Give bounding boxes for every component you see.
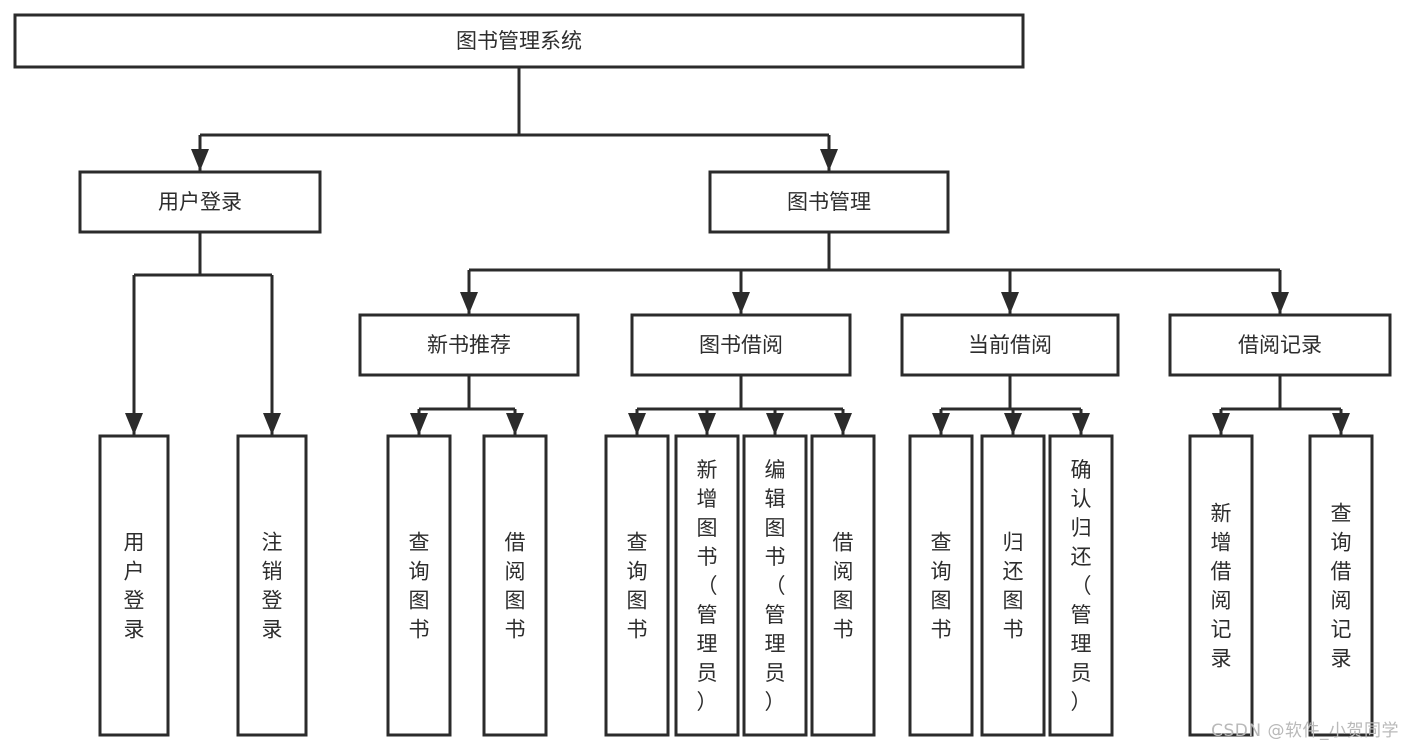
node-label: 图书借阅: [699, 333, 783, 357]
node-label: 借阅图书: [833, 531, 854, 642]
node-label: 图书管理系统: [456, 29, 582, 53]
node-label: 查询借阅记录: [1331, 502, 1352, 671]
node-return-book[interactable]: 归还图书: [980, 434, 1046, 737]
node-label: 编辑图书（管理员）: [765, 458, 786, 714]
node-label: 查询图书: [409, 531, 430, 642]
node-box: [1308, 434, 1374, 737]
node-user-login[interactable]: 用户登录: [78, 170, 322, 234]
arrow-head-icon: [410, 413, 428, 435]
arrow-head-icon: [698, 413, 716, 435]
node-box: [900, 313, 1120, 377]
arrow-head-icon: [1072, 413, 1090, 435]
node-label: 查询图书: [627, 531, 648, 642]
arrow-head-icon: [766, 413, 784, 435]
node-query-book-3[interactable]: 查询图书: [908, 434, 974, 737]
node-label: 借阅记录: [1238, 333, 1322, 357]
arrow-head-icon: [732, 292, 750, 314]
node-box: [908, 434, 974, 737]
arrow-head-icon: [506, 413, 524, 435]
node-box: [236, 434, 308, 737]
arrow-head-icon: [191, 149, 209, 171]
node-box: [810, 434, 876, 737]
node-root[interactable]: 图书管理系统: [13, 13, 1025, 69]
arrow-head-icon: [263, 413, 281, 435]
node-edit-book-admin[interactable]: 编辑图书（管理员）: [742, 434, 808, 737]
node-box: [78, 170, 322, 234]
node-label: 归还图书: [1003, 531, 1024, 642]
node-box: [742, 434, 808, 737]
node-label: 新增借阅记录: [1211, 502, 1232, 671]
node-box: [13, 13, 1025, 69]
edge-layer: [125, 67, 1350, 435]
node-label: 当前借阅: [968, 333, 1052, 357]
arrow-head-icon: [1004, 413, 1022, 435]
node-box: [386, 434, 452, 737]
node-query-borrow-record[interactable]: 查询借阅记录: [1308, 434, 1374, 737]
node-box: [708, 170, 950, 234]
arrow-head-icon: [820, 149, 838, 171]
arrow-head-icon: [1271, 292, 1289, 314]
node-label: 用户登录: [158, 190, 242, 214]
node-box: [1168, 313, 1392, 377]
node-confirm-return-admin[interactable]: 确认归还（管理员）: [1048, 434, 1114, 737]
node-book-borrow[interactable]: 图书借阅: [630, 313, 852, 377]
node-label: 图书管理: [787, 190, 871, 214]
node-box: [980, 434, 1046, 737]
node-label: 借阅图书: [505, 531, 526, 642]
node-user-login-do[interactable]: 用户登录: [98, 434, 170, 737]
node-current-borrow[interactable]: 当前借阅: [900, 313, 1120, 377]
node-layer: 图书管理系统用户登录用户登录注销登录图书管理新书推荐查询图书借阅图书图书借阅查询…: [13, 13, 1392, 737]
node-new-book-recommend[interactable]: 新书推荐: [358, 313, 580, 377]
node-box: [98, 434, 170, 737]
node-borrow-book-1[interactable]: 借阅图书: [482, 434, 548, 737]
arrow-head-icon: [1332, 413, 1350, 435]
node-book-management[interactable]: 图书管理: [708, 170, 950, 234]
node-box: [482, 434, 548, 737]
arrow-head-icon: [1212, 413, 1230, 435]
arrow-head-icon: [628, 413, 646, 435]
arrow-head-icon: [932, 413, 950, 435]
node-add-book-admin[interactable]: 新增图书（管理员）: [674, 434, 740, 737]
arrow-head-icon: [834, 413, 852, 435]
node-box: [1188, 434, 1254, 737]
node-borrow-book-2[interactable]: 借阅图书: [810, 434, 876, 737]
node-query-book-2[interactable]: 查询图书: [604, 434, 670, 737]
node-box: [674, 434, 740, 737]
watermark-label: CSDN @软件_小贺同学: [1211, 721, 1399, 741]
node-box: [604, 434, 670, 737]
node-add-borrow-record[interactable]: 新增借阅记录: [1188, 434, 1254, 737]
node-box: [1048, 434, 1114, 737]
arrow-head-icon: [125, 413, 143, 435]
node-borrow-record[interactable]: 借阅记录: [1168, 313, 1392, 377]
node-box: [630, 313, 852, 377]
node-label: 新书推荐: [427, 333, 511, 357]
node-label: 新增图书（管理员）: [697, 458, 718, 714]
arrow-head-icon: [1001, 292, 1019, 314]
node-label: 查询图书: [931, 531, 952, 642]
node-label: 注销登录: [262, 531, 283, 642]
node-user-logout[interactable]: 注销登录: [236, 434, 308, 737]
node-label: 用户登录: [124, 531, 145, 642]
node-label: 确认归还（管理员）: [1071, 458, 1092, 714]
node-query-book-1[interactable]: 查询图书: [386, 434, 452, 737]
arrow-head-icon: [460, 292, 478, 314]
node-box: [358, 313, 580, 377]
